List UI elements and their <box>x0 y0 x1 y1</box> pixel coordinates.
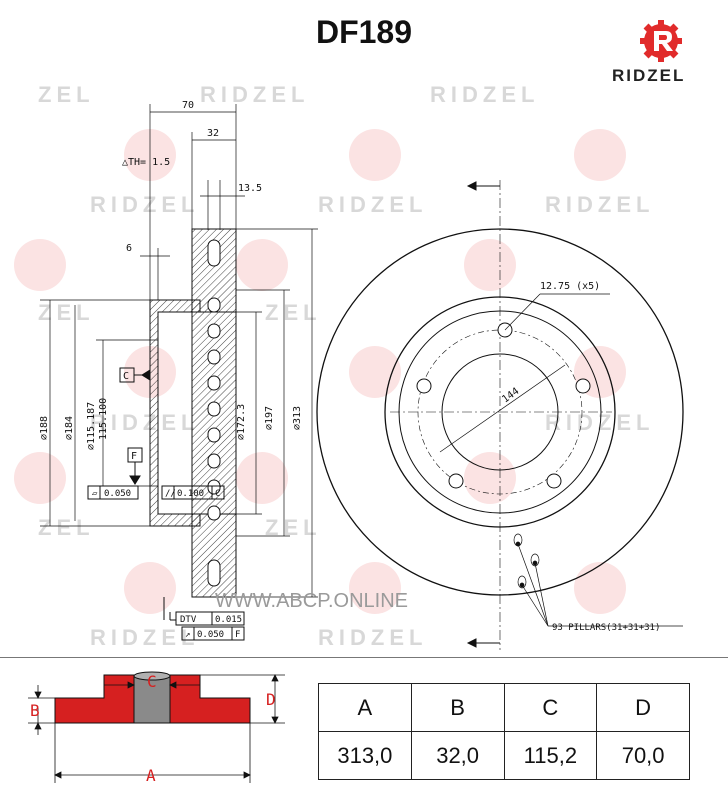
watermark-text: RIDZEL <box>90 410 200 435</box>
watermark-gear-icon <box>574 562 626 614</box>
watermark-text: RIDZEL <box>90 192 200 217</box>
schematic-label-d: D <box>266 690 276 709</box>
spec-table-value-row: 313,0 32,0 115,2 70,0 <box>318 731 690 780</box>
datum-c-label: C <box>123 371 129 382</box>
watermark-gears <box>14 129 626 614</box>
runout-frame <box>181 626 245 641</box>
spec-value-b: 32,0 <box>410 731 505 780</box>
watermark-gear-icon <box>236 239 288 291</box>
watermark-text: RIDZEL <box>318 625 428 650</box>
dtv-value: 0.015 <box>215 615 242 625</box>
tol-parallelism-ref: C <box>215 489 220 499</box>
spec-value-a: 313,0 <box>318 731 412 780</box>
spec-header-c: C <box>503 683 598 732</box>
spec-table: A B C D 313,0 32,0 115,2 70,0 <box>318 683 690 780</box>
part-number-title: DF189 <box>315 14 413 50</box>
schematic-label-b: B <box>30 701 40 720</box>
url-watermark: WWW.ABCP.ONLINE <box>215 590 408 612</box>
watermark-text: RIDZEL <box>90 625 200 650</box>
watermark-gear-icon <box>574 129 626 181</box>
dim-dia-188: ⌀188 <box>39 416 50 440</box>
dim-dia-115b: 115.100 <box>98 398 109 440</box>
tol-flatness: 0.050 <box>104 489 131 499</box>
watermark-text: ZEL <box>265 300 322 325</box>
watermark-text: RIDZEL <box>318 192 428 217</box>
side-section-view <box>40 104 318 641</box>
tol-runout: 0.050 <box>197 630 224 640</box>
spec-value-d: 70,0 <box>596 731 690 780</box>
dtv-frame <box>175 611 245 626</box>
bolt-hole <box>448 473 464 489</box>
dim-th: △TH= 1.5 <box>122 157 170 168</box>
spec-table-header-row: A B C D <box>318 683 690 732</box>
dim-width-32: 32 <box>207 128 219 139</box>
pillars-callout: 93 PILLARS(31+31+31) <box>552 623 660 633</box>
section-divider <box>0 657 728 658</box>
dimension-schematic: C B D A <box>28 671 285 785</box>
watermark-gear-icon <box>14 239 66 291</box>
dim-dia-172: ⌀172.3 <box>236 404 247 440</box>
schematic-label-a: A <box>146 766 156 785</box>
dim-6: 6 <box>126 243 132 254</box>
watermark-gear-icon <box>14 452 66 504</box>
watermark-gear-icon <box>124 562 176 614</box>
dim-13-5: 13.5 <box>238 183 262 194</box>
brand-name: RIDZEL <box>612 66 686 85</box>
dim-dia-115: ⌀115.187 <box>86 402 97 450</box>
datum-f-label: F <box>131 451 137 462</box>
bolt-hole <box>546 473 562 489</box>
watermark-gear-icon <box>349 562 401 614</box>
front-view <box>316 180 684 650</box>
watermark-gear-icon <box>464 239 516 291</box>
watermark-text: RIDZEL <box>545 192 655 217</box>
tol-runout-ref: F <box>235 630 240 640</box>
dtv-label: DTV <box>180 615 197 625</box>
watermark-text: ZEL <box>38 300 95 325</box>
watermark-text: RIDZEL <box>430 82 540 107</box>
watermark-text: ZEL <box>38 82 95 107</box>
spec-header-d: D <box>596 683 690 732</box>
dim-width-70: 70 <box>182 100 194 111</box>
flatness-frame <box>87 485 139 500</box>
dim-dia-184: ⌀184 <box>64 416 75 440</box>
watermark-text: ZEL <box>38 515 95 540</box>
ridzel-logo-icon <box>640 20 682 62</box>
parallelism-frame <box>161 485 225 500</box>
spec-header-b: B <box>410 683 505 732</box>
dim-dia-313: ⌀313 <box>292 406 303 430</box>
vent-slots <box>207 239 221 587</box>
watermark-gear-icon <box>236 452 288 504</box>
flatness-symbol: ▱ <box>92 489 98 499</box>
watermark-text: RIDZEL <box>545 410 655 435</box>
schematic-label-c: C <box>147 672 157 691</box>
dim-dia-197: ⌀197 <box>264 406 275 430</box>
technical-drawing: 70 32 △TH= 1.5 13.5 6 C F ▱ 0.050 // 0.1… <box>39 100 684 650</box>
schematic-hub-gray <box>133 674 171 724</box>
runout-symbol: ↗ <box>185 630 190 640</box>
parallelism-symbol: // <box>165 489 176 499</box>
spec-value-c: 115,2 <box>503 731 598 780</box>
bolt-hole-callout: 12.75 (x5) <box>540 281 600 292</box>
tol-parallelism: 0.100 <box>177 489 204 499</box>
bolt-hole <box>575 378 591 394</box>
bolt-hole <box>416 378 432 394</box>
spec-header-a: A <box>318 683 412 732</box>
watermark-text: RIDZEL <box>200 82 310 107</box>
watermark-gear-icon <box>349 129 401 181</box>
